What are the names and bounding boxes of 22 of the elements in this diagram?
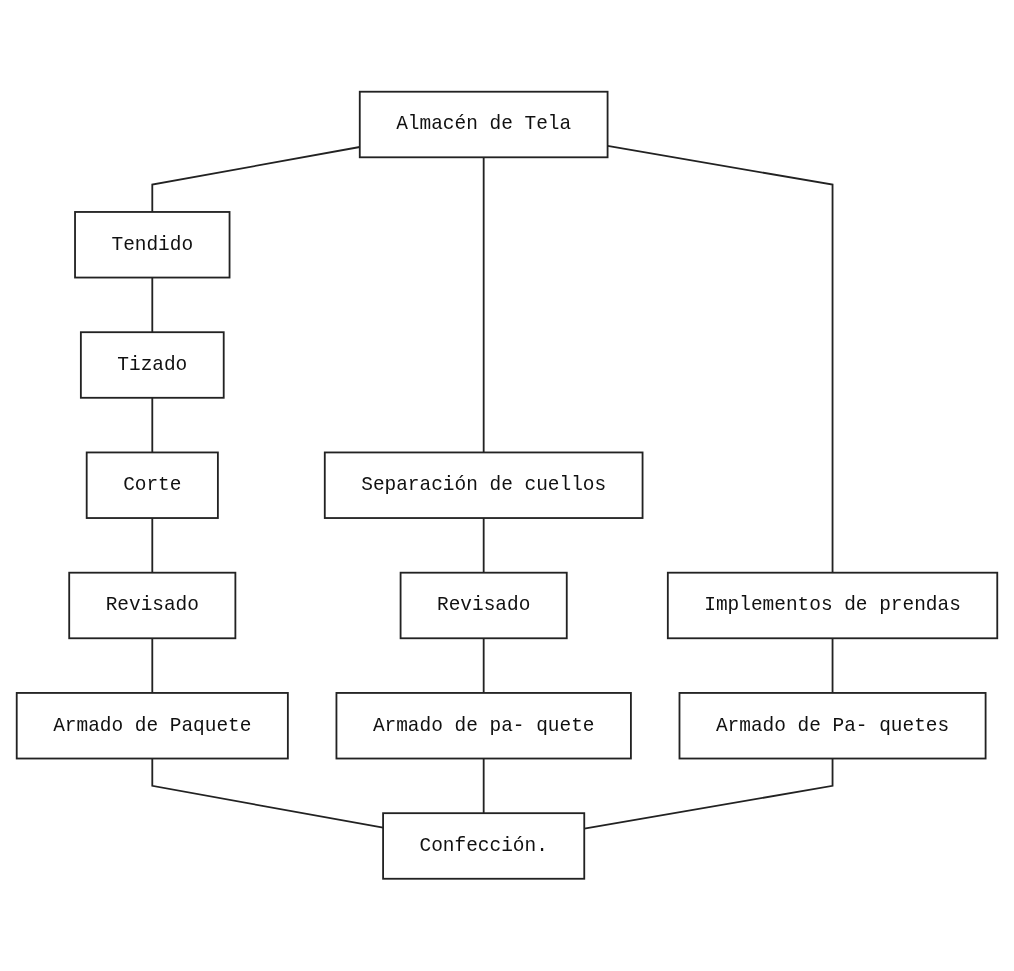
connector [482, 637, 485, 695]
node-box: Corte [85, 451, 219, 520]
node-box: Tendido [74, 211, 231, 279]
connector [482, 517, 485, 574]
node-box: Implementos de prendas [666, 572, 999, 640]
connector [831, 637, 834, 695]
connector [151, 276, 154, 334]
connector [482, 757, 485, 815]
connector [151, 517, 154, 574]
node-box: Revisado [68, 572, 237, 640]
connector [151, 637, 154, 695]
connector [482, 156, 485, 454]
node-box: Armado de Pa- quetes [678, 692, 987, 760]
node-box: Revisado [399, 572, 568, 640]
connector [151, 397, 154, 454]
node-box: Armado de Paquete [15, 692, 289, 760]
node-box: Almacén de Tela [358, 91, 609, 159]
node-box: Separación de cuellos [323, 451, 644, 520]
node-box: Tizado [79, 331, 225, 399]
connector [151, 757, 384, 829]
node-box: Confección. [382, 812, 586, 880]
node-box: Armado de pa- quete [335, 692, 632, 760]
